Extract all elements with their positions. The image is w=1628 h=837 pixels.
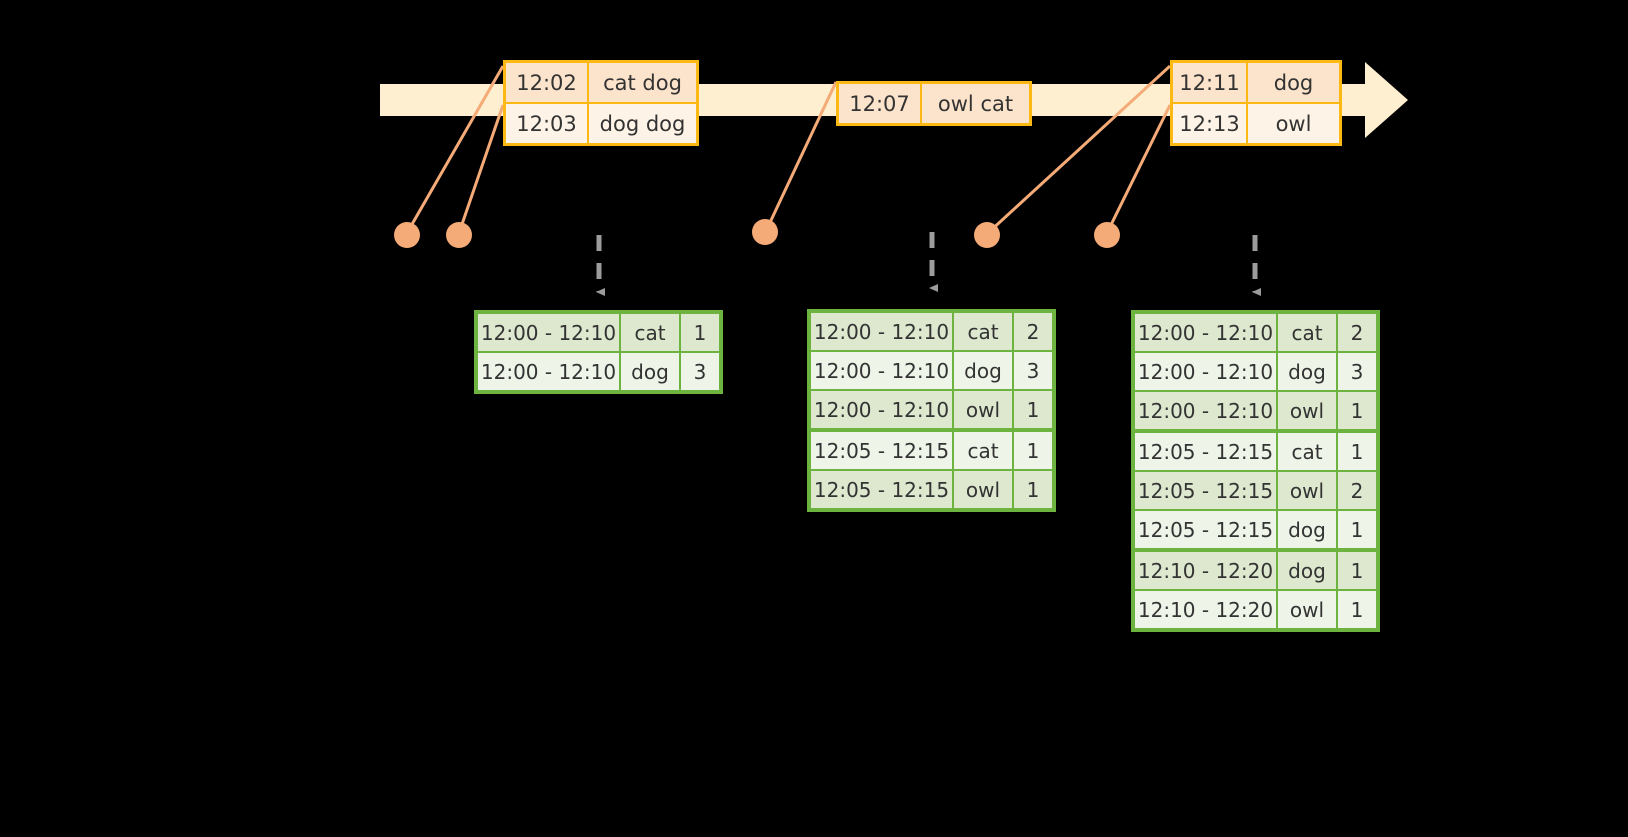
cell-word: cat — [1278, 433, 1338, 470]
event-words: cat dog — [603, 70, 682, 95]
events-box-3[interactable]: 12:11 dog 12:13 owl — [1170, 60, 1342, 146]
event-row[interactable]: 12:07 owl cat — [839, 84, 1029, 123]
connector-dot-1 — [394, 222, 420, 248]
cell-word: dog — [1278, 353, 1338, 390]
cell-word: owl — [954, 471, 1014, 508]
cell-word: cat — [954, 432, 1014, 469]
cell-count: 1 — [1350, 558, 1364, 583]
events-box-1[interactable]: 12:02 cat dog 12:03 dog dog — [503, 60, 699, 146]
cell-window: 12:05 - 12:15 — [811, 471, 954, 508]
cell-word: dog — [621, 353, 681, 390]
cell-window: 12:00 - 12:10 — [811, 352, 954, 389]
cell-window: 12:10 - 12:20 — [1135, 552, 1278, 589]
events-box-2[interactable]: 12:07 owl cat — [836, 81, 1032, 126]
connector-dot-4 — [974, 222, 1000, 248]
cell-word: owl — [1278, 591, 1338, 628]
cell-count: 1 — [1350, 439, 1364, 464]
event-time: 12:03 — [506, 104, 589, 143]
cell-count: 2 — [1026, 319, 1040, 344]
cell-count: 3 — [1350, 359, 1364, 384]
cell-count: 1 — [693, 320, 707, 345]
connector-line-3 — [764, 81, 838, 232]
cell-word: owl — [954, 391, 1014, 428]
cell-word: cat — [621, 314, 681, 351]
cell-count: 3 — [693, 359, 707, 384]
cell-word: dog — [1278, 552, 1338, 589]
cell-word: dog — [1278, 511, 1338, 548]
connector-dot-2 — [446, 222, 472, 248]
cell-window: 12:00 - 12:10 — [478, 353, 621, 390]
cell-word: owl — [1278, 392, 1338, 429]
cell-window: 12:00 - 12:10 — [478, 314, 621, 351]
cell-window: 12:05 - 12:15 — [1135, 433, 1278, 470]
cell-window: 12:10 - 12:20 — [1135, 591, 1278, 628]
cell-count: 1 — [1026, 438, 1040, 463]
cell-count: 2 — [1350, 320, 1364, 345]
cell-window: 12:00 - 12:10 — [1135, 314, 1278, 351]
connector-line-5 — [1105, 104, 1172, 234]
event-words: owl cat — [937, 91, 1014, 116]
dashed-arrows — [596, 232, 1261, 296]
event-words: owl — [1275, 111, 1312, 136]
cell-window: 12:05 - 12:15 — [1135, 472, 1278, 509]
event-row[interactable]: 12:03 dog dog — [506, 102, 696, 143]
event-time: 12:13 — [1173, 104, 1248, 143]
event-words: dog — [1273, 70, 1314, 95]
cell-count: 1 — [1350, 597, 1364, 622]
cell-word: dog — [954, 352, 1014, 389]
cell-count: 1 — [1350, 517, 1364, 542]
connector-line-1 — [405, 65, 505, 234]
event-time: 12:02 — [506, 63, 589, 102]
event-row[interactable]: 12:11 dog — [1173, 63, 1339, 102]
event-row[interactable]: 12:02 cat dog — [506, 63, 696, 102]
event-row[interactable]: 12:13 owl — [1173, 102, 1339, 143]
event-time: 12:11 — [1173, 63, 1248, 102]
cell-word: owl — [1278, 472, 1338, 509]
cell-window: 12:00 - 12:10 — [811, 313, 954, 350]
cell-window: 12:00 - 12:10 — [1135, 392, 1278, 429]
cell-window: 12:05 - 12:15 — [1135, 511, 1278, 548]
connector-line-2 — [457, 104, 505, 234]
cell-count: 1 — [1350, 398, 1364, 423]
cell-word: cat — [1278, 314, 1338, 351]
cell-count: 3 — [1026, 358, 1040, 383]
cell-word: cat — [954, 313, 1014, 350]
connector-dots — [394, 219, 1120, 248]
connector-dot-5 — [1094, 222, 1120, 248]
cell-count: 1 — [1026, 477, 1040, 502]
event-time: 12:07 — [839, 84, 922, 123]
cell-count: 1 — [1026, 397, 1040, 422]
cell-count: 2 — [1350, 478, 1364, 503]
cell-window: 12:05 - 12:15 — [811, 432, 954, 469]
cell-window: 12:00 - 12:10 — [811, 391, 954, 428]
cell-window: 12:00 - 12:10 — [1135, 353, 1278, 390]
connector-dot-3 — [752, 219, 778, 245]
event-words: dog dog — [599, 111, 686, 136]
